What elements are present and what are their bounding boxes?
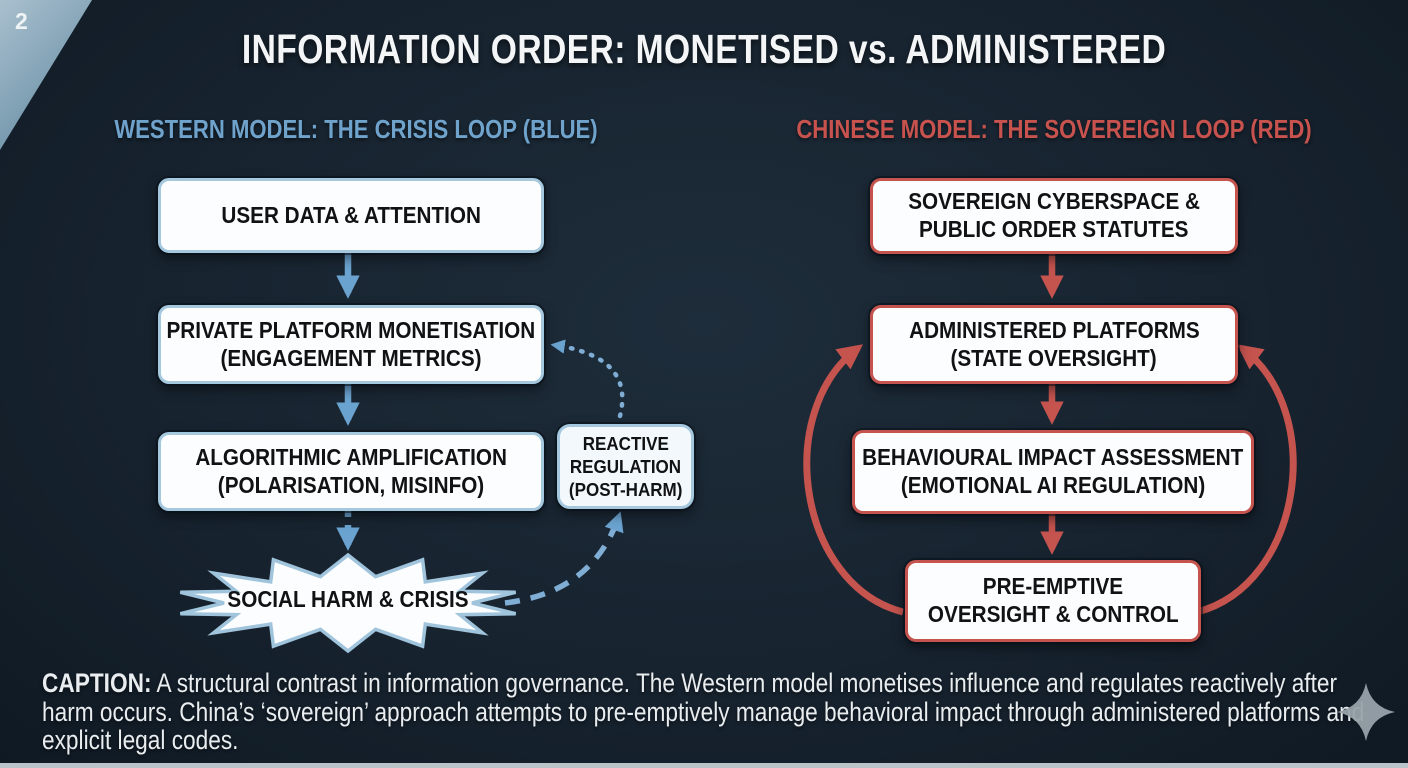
flow-box-administered-platforms: ADMINISTERED PLATFORMS (STATE OVERSIGHT) xyxy=(870,305,1238,384)
flow-box-reactive-regulation: REACTIVE REGULATION (POST-HARM) xyxy=(557,424,694,509)
flow-box-label: PRE-EMPTIVE xyxy=(982,573,1124,600)
flow-box-label: PRIVATE PLATFORM MONETISATION xyxy=(166,316,536,343)
flow-box-sublabel: (EMOTIONAL AI REGULATION) xyxy=(900,472,1206,498)
flow-box-sublabel: (POST-HARM) xyxy=(568,479,683,501)
western-model-header: WESTERN MODEL: THE CRISIS LOOP (BLUE) xyxy=(114,114,598,144)
flow-box-sublabel: (STATE OVERSIGHT) xyxy=(950,344,1158,371)
flow-box-sublabel: (POLARISATION, MISINFO) xyxy=(217,471,485,498)
flow-box-label: BEHAVIOURAL IMPACT ASSESSMENT xyxy=(862,444,1244,471)
page-number: 2 xyxy=(15,8,28,34)
chinese-model-header: CHINESE MODEL: THE SOVEREIGN LOOP (RED) xyxy=(796,114,1312,144)
caption-label: CAPTION: xyxy=(42,668,152,698)
flow-box-algorithmic-amplification: ALGORITHMIC AMPLIFICATION (POLARISATION,… xyxy=(158,432,544,511)
slide-title: INFORMATION ORDER: MONETISED vs. ADMINIS… xyxy=(241,26,1167,72)
caption-text: A structural contrast in information gov… xyxy=(42,668,1365,756)
social-harm-burst-shape xyxy=(179,552,517,654)
flow-box-preemptive-oversight: PRE-EMPTIVE OVERSIGHT & CONTROL xyxy=(905,560,1201,642)
flow-box-label: OVERSIGHT & CONTROL xyxy=(927,601,1179,627)
flow-box-label: REGULATION xyxy=(569,455,682,477)
sparkle-icon xyxy=(1337,683,1395,741)
flow-box-platform-monetisation: PRIVATE PLATFORM MONETISATION (ENGAGEMEN… xyxy=(158,305,544,384)
flow-box-label: ALGORITHMIC AMPLIFICATION xyxy=(195,443,507,470)
social-harm-burst-label: SOCIAL HARM & CRISIS xyxy=(227,586,469,612)
arrow-regulation-to-monetisation-dotted xyxy=(550,339,625,419)
loop-arc-right xyxy=(1196,344,1297,616)
flow-box-user-data: USER DATA & ATTENTION xyxy=(158,178,544,253)
loop-arc-left xyxy=(803,344,904,616)
flow-box-label: PUBLIC ORDER STATUTES xyxy=(919,216,1189,242)
flow-box-label: USER DATA & ATTENTION xyxy=(221,201,481,228)
flow-box-label: REACTIVE xyxy=(582,432,669,454)
flow-box-behavioural-assessment: BEHAVIOURAL IMPACT ASSESSMENT (EMOTIONAL… xyxy=(852,430,1254,514)
flow-box-sublabel: (ENGAGEMENT METRICS) xyxy=(220,344,482,371)
bottom-edge-strip xyxy=(0,763,1408,768)
flow-box-label: ADMINISTERED PLATFORMS xyxy=(908,316,1200,343)
flow-box-label: SOVEREIGN CYBERSPACE & xyxy=(908,188,1200,215)
flow-box-sovereign-cyberspace: SOVEREIGN CYBERSPACE & PUBLIC ORDER STAT… xyxy=(870,178,1238,254)
caption: CAPTION: A structural contrast in inform… xyxy=(42,669,1376,755)
arrow-harm-to-regulation-dashed xyxy=(504,511,624,606)
